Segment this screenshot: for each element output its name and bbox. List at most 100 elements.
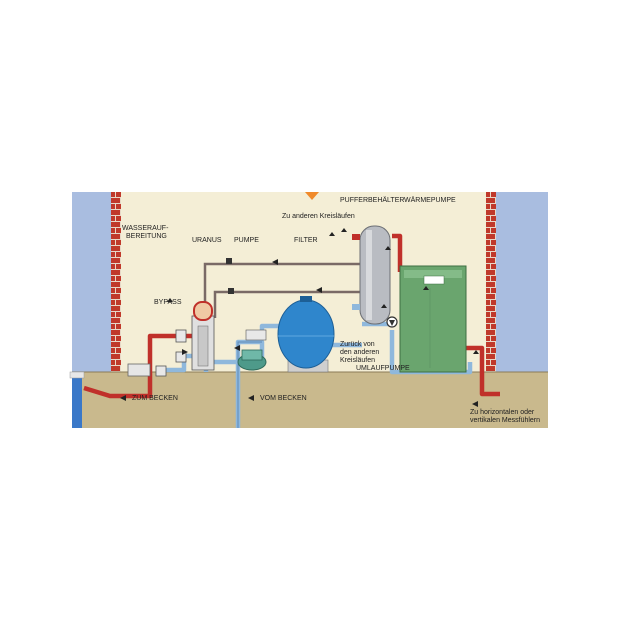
brick [486, 288, 490, 293]
brick [116, 348, 121, 353]
brick [491, 264, 496, 269]
brick [111, 288, 115, 293]
brick [486, 246, 495, 251]
brick [116, 276, 121, 281]
brick [111, 246, 120, 251]
buffer-tank [352, 225, 391, 325]
return-pipes [203, 262, 362, 318]
brick [486, 252, 490, 257]
label-vom-becken: VOM BECKEN [260, 395, 307, 402]
brick [111, 192, 115, 197]
label-messfuehler-2: vertikalen Messfühlern [470, 417, 540, 424]
brick [486, 276, 490, 281]
brick [486, 282, 495, 287]
orange-marker-icon [305, 192, 319, 200]
brick [486, 270, 495, 275]
pool-edge [69, 371, 85, 428]
brick [491, 228, 496, 233]
brick [111, 282, 120, 287]
brick [111, 366, 120, 371]
brick [111, 234, 120, 239]
label-filter: FILTER [294, 237, 318, 244]
sky-left [72, 192, 112, 372]
brick [116, 336, 121, 341]
label-zum-becken: ZUM BECKEN [132, 395, 178, 402]
brick [486, 306, 495, 311]
brick [111, 210, 120, 215]
label-zurueck-3: Kreisläufen [340, 357, 375, 364]
brick [491, 204, 496, 209]
brick [491, 312, 496, 317]
brick [111, 204, 115, 209]
brick [111, 228, 115, 233]
brick [111, 264, 115, 269]
brick [111, 348, 115, 353]
brick [111, 198, 120, 203]
sky-right [494, 192, 548, 372]
brick [116, 324, 121, 329]
brick [111, 276, 115, 281]
brick [111, 318, 120, 323]
brick [111, 312, 115, 317]
brick [111, 324, 115, 329]
brick [491, 216, 496, 221]
brick [486, 330, 495, 335]
brick [116, 300, 121, 305]
brick [491, 252, 496, 257]
water-treatment-unit [127, 363, 151, 377]
brick [116, 228, 121, 233]
brick [111, 294, 120, 299]
label-messfuehler-1: Zu horizontalen oder [470, 409, 535, 416]
brick [111, 360, 115, 365]
brick-wall-left [111, 192, 121, 377]
heat-pump [399, 265, 467, 373]
valves [155, 258, 234, 377]
label-bypass: BYPASS [154, 299, 182, 306]
brick [111, 258, 120, 263]
brick [486, 336, 490, 341]
label-zu-anderen-kreislaeufen: Zu anderen Kreisläufen [282, 213, 355, 220]
brick [486, 318, 495, 323]
brick [491, 336, 496, 341]
brick [491, 240, 496, 245]
brick [486, 300, 490, 305]
brick [116, 240, 121, 245]
label-zurueck-1: Zurück von [340, 341, 375, 348]
brick [486, 204, 490, 209]
brick [486, 324, 490, 329]
brick [116, 204, 121, 209]
brick [486, 294, 495, 299]
brick [111, 342, 120, 347]
brick [491, 192, 496, 197]
brick [486, 198, 495, 203]
brick [116, 264, 121, 269]
brick-wall-right [486, 192, 496, 377]
brick [116, 252, 121, 257]
brick [491, 300, 496, 305]
brick [111, 222, 120, 227]
flow-arrows [120, 228, 479, 407]
brick [116, 216, 121, 221]
brick [116, 312, 121, 317]
sand-filter [277, 296, 335, 373]
brick [486, 354, 495, 359]
label-waermepumpe: WÄRMEPUMPE [404, 196, 456, 204]
label-pufferbehaelter: PUFFERBEHÄLTER [340, 196, 404, 204]
brick [486, 258, 495, 263]
circulation-pump [386, 316, 398, 328]
brick [486, 366, 495, 371]
brick [486, 342, 495, 347]
brick [486, 222, 495, 227]
brick [111, 300, 115, 305]
brick [486, 234, 495, 239]
brick [111, 306, 120, 311]
brick [486, 240, 490, 245]
brick [491, 324, 496, 329]
brick [486, 192, 490, 197]
label-pumpe: PUMPE [234, 237, 259, 244]
brick [116, 192, 121, 197]
brick [486, 360, 490, 365]
brick [486, 210, 495, 215]
brick [486, 228, 490, 233]
label-wasseraufbereitung-2: BEREITUNG [126, 233, 167, 240]
